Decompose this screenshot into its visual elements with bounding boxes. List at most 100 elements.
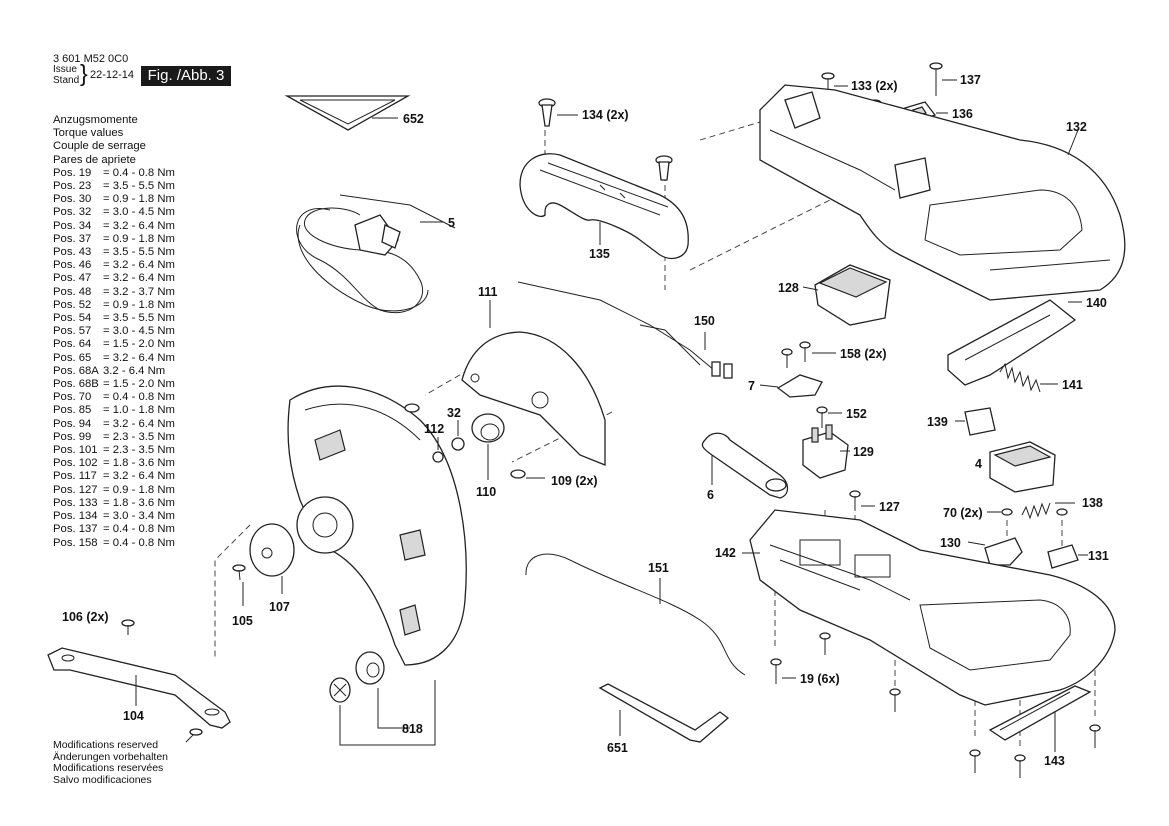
torque-value: = 3.2 - 3.7 Nm [103,285,175,298]
part-107-flange [249,523,295,594]
torque-row: Pos. 64= 1.5 - 2.0 Nm [53,338,175,351]
torque-position: Pos. 158 [53,536,98,549]
torque-row: Pos. 54= 3.5 - 5.5 Nm [53,312,175,325]
part-151-wire [525,553,746,676]
part-138-spring [1021,502,1075,520]
callout-142: 142 [715,546,736,560]
torque-position: Pos. 23 [53,180,92,193]
callout-104: 104 [123,709,144,723]
callout-134: 134 (2x) [582,108,629,122]
part-109-screws [404,403,545,479]
callout-105: 105 [232,614,253,628]
part-32-nut [451,420,465,451]
torque-value: = 3.2 - 6.4 Nm [103,272,175,285]
torque-value: = 0.9 - 1.8 Nm [103,298,175,311]
callout-137: 137 [960,73,981,87]
callout-129: 129 [853,445,874,459]
torque-heading: Couple de serrage [53,140,146,153]
torque-row: Pos. 47= 3.2 - 6.4 Nm [53,272,175,285]
torque-row: Pos. 46= 3.2 - 6.4 Nm [53,259,175,272]
torque-position: Pos. 127 [53,483,98,496]
part-152-screw [816,406,842,428]
part-110-bushing [471,413,505,480]
part-70-screws [987,508,1068,516]
callout-labels: 652 5 134 (2x) 135 133 (2x) 137 136 132 … [62,73,1109,768]
callout-106: 106 (2x) [62,610,109,624]
torque-value: = 3.2 - 6.4 Nm [103,417,175,430]
callout-133: 133 (2x) [851,79,898,93]
torque-value: = 0.4 - 0.8 Nm [103,391,175,404]
torque-value: = 0.9 - 1.8 Nm [103,193,175,206]
torque-position: Pos. 65 [53,351,92,364]
callout-131: 131 [1088,549,1109,563]
torque-value: 3.2 - 6.4 Nm [103,364,166,377]
part-141-spring [999,362,1058,393]
part-127-screw [849,490,875,510]
torque-position: Pos. 117 [53,470,97,483]
callout-143: 143 [1044,754,1065,768]
part-129-terminal-block [802,424,850,479]
part-111-guard-cover [461,300,606,466]
note-line: Änderungen vorbehalten [53,750,169,763]
torque-row: Pos. 101= 2.3 - 3.5 Nm [53,444,175,457]
callout-818: 818 [402,722,423,736]
torque-position: Pos. 46 [53,259,92,272]
callout-132: 132 [1066,120,1087,134]
callout-150: 150 [694,314,715,328]
callout-151: 151 [648,561,669,575]
callout-107: 107 [269,600,290,614]
callout-152: 152 [846,407,867,421]
torque-row: Pos. 127 = 0.9 - 1.8 Nm [53,484,175,497]
torque-row: Pos. 34= 3.2 - 6.4 Nm [53,220,175,233]
callout-70: 70 (2x) [943,506,983,520]
torque-row: Pos. 102 = 1.8 - 3.6 Nm [53,457,175,470]
torque-row: Pos. 134= 3.0 - 3.4 Nm [53,510,175,523]
torque-value: = 2.3 - 3.5 Nm [103,444,175,457]
torque-position: Pos. 43 [53,246,92,259]
torque-row: Pos. 137= 0.4 - 0.8 Nm [53,523,175,536]
torque-position: Pos. 68B [53,378,99,391]
part-137-screw [929,62,957,96]
torque-value: = 1.5 - 2.0 Nm [103,338,175,351]
callout-130: 130 [940,536,961,550]
torque-row: Pos. 85= 1.0 - 1.8 Nm [53,404,175,417]
part-19-screws [770,632,1101,778]
torque-row: Pos. 65 = 3.2 - 6.4 Nm [53,352,175,365]
part-128-filter [802,264,891,326]
torque-heading: Anzugsmomente [53,114,138,126]
part-6-grip [701,432,789,499]
callout-19: 19 (6x) [800,672,840,686]
torque-position: Pos. 70 [53,391,92,404]
part-158-screws [781,341,836,368]
part-7-clamp [759,374,823,398]
torque-row: Pos. 23= 3.5 - 5.5 Nm [53,180,175,193]
torque-value: = 0.9 - 1.8 Nm [103,483,175,496]
note-line: Modifications reserved [53,739,159,751]
callout-110: 110 [476,485,496,499]
torque-value: = 0.9 - 1.8 Nm [103,232,175,245]
torque-row: Pos. 68B= 1.5 - 2.0 Nm [53,378,175,391]
torque-value: = 0.4 - 0.8 Nm [103,523,175,536]
torque-position: Pos. 102 [53,457,98,470]
torque-position: Pos. 85 [53,404,92,417]
part-142-base-housing [742,509,1116,706]
torque-value: = 3.2 - 6.4 Nm [103,470,175,483]
torque-value: = 1.8 - 3.6 Nm [103,457,175,470]
torque-position: Pos. 48 [53,285,92,298]
part-135-carry-handle [519,153,689,259]
torque-row: Pos. 32= 3.0 - 4.5 Nm [53,206,175,219]
callout-109: 109 (2x) [551,474,598,488]
part-818-kit [329,651,436,746]
callout-136: 136 [952,107,973,121]
torque-value: = 3.2 - 6.4 Nm [103,351,175,364]
part-105-screw [232,564,246,606]
torque-value: = 3.2 - 6.4 Nm [103,219,175,232]
part-5-power-cable [296,194,456,314]
note-line: Salvo modificaciones [53,773,152,786]
torque-value: = 3.0 - 4.5 Nm [103,206,175,219]
torque-value: = 1.8 - 3.6 Nm [103,496,175,509]
